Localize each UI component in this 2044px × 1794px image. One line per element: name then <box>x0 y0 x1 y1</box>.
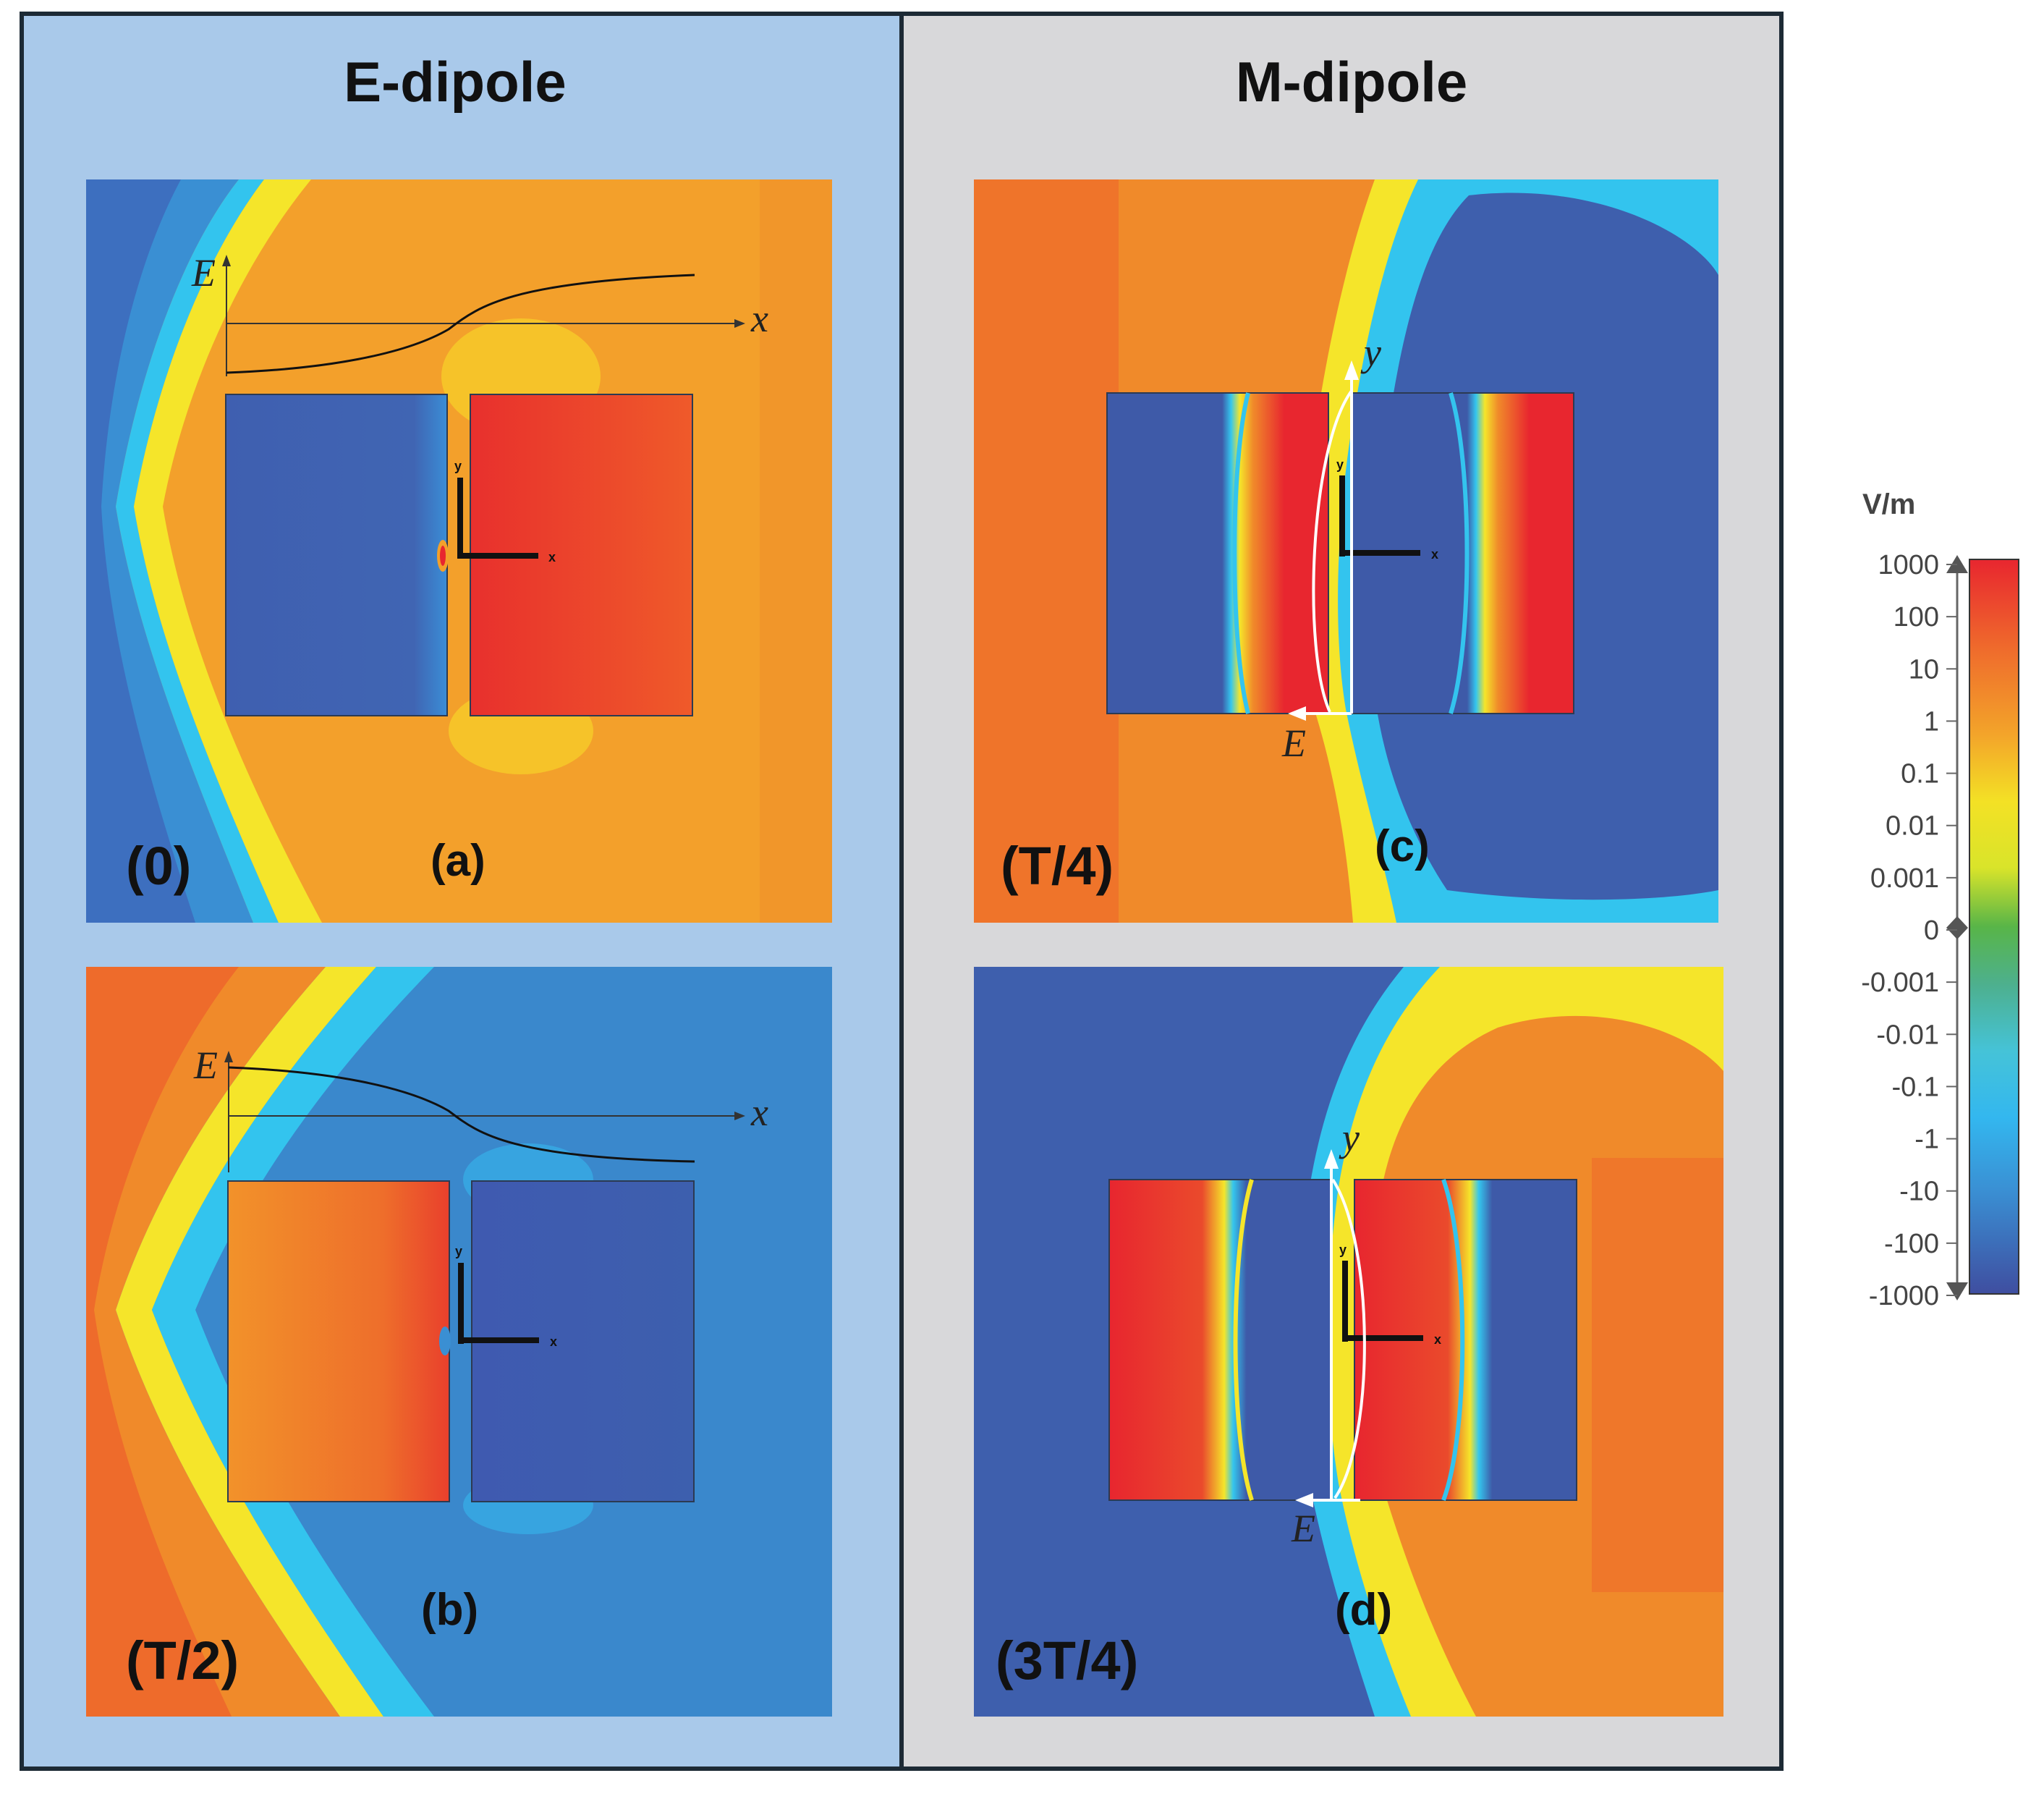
colorbar-tick-label: 0 <box>1924 915 1939 946</box>
plot-b-sub-label: (b) <box>421 1585 478 1635</box>
plot-b-curve: E x <box>193 1044 768 1172</box>
colorbar-unit: V/m <box>1862 488 1915 520</box>
colorbar-tick-label: 100 <box>1894 602 1939 632</box>
plot-c-time-label: (T/4) <box>1001 836 1114 896</box>
plot-d-time-label: (3T/4) <box>996 1630 1138 1691</box>
colorbar-min-marker <box>1946 1282 1968 1300</box>
plot-d <box>974 967 1723 1717</box>
colorbar-tick-label: 0.001 <box>1870 863 1939 894</box>
plot-d-arrow-y: y <box>1339 1116 1360 1159</box>
colorbar-tick-label: -0.001 <box>1861 968 1939 998</box>
plot-d-arrow-e: E <box>1291 1507 1315 1550</box>
plot-c-coord-x: x <box>1431 547 1438 562</box>
plot-c-coord-axes: y x <box>1336 457 1438 562</box>
colorbar-tick-label: -1000 <box>1869 1281 1939 1311</box>
m-dipole-title: M-dipole <box>1236 50 1468 114</box>
plot-d-field-arrows: y E <box>1291 1116 1366 1550</box>
colorbar-tick-label: 10 <box>1909 654 1939 685</box>
plot-a-axis-e: E <box>191 251 216 295</box>
colorbar-tick-label: 0.1 <box>1901 759 1939 790</box>
colorbar-zero-marker <box>1946 916 1968 939</box>
plot-a-coord-y: y <box>454 459 462 473</box>
plot-b-axis-e: E <box>193 1044 218 1087</box>
plot-d-coord-x: x <box>1434 1332 1441 1347</box>
plot-c-arrow-e: E <box>1281 722 1306 765</box>
plot-b-coord-axes: y x <box>455 1244 557 1349</box>
plot-d-coord-y: y <box>1339 1243 1347 1257</box>
plot-c-arrow-y: y <box>1360 331 1381 374</box>
colorbar-tick-label: -0.01 <box>1876 1020 1939 1050</box>
plot-b-axis-x: x <box>750 1091 768 1134</box>
plot-d-sub-label: (d) <box>1335 1585 1392 1635</box>
plot-b-coord-x: x <box>550 1334 557 1349</box>
plot-a-curve: E x <box>191 251 768 376</box>
plot-a-axis-x: x <box>750 297 768 340</box>
colorbar-tick-label: -1 <box>1914 1125 1939 1155</box>
plot-b-time-label: (T/2) <box>126 1630 239 1691</box>
plot-c-coord-y: y <box>1336 457 1344 472</box>
plot-a-coord-axes: y x <box>454 459 556 564</box>
colorbar-tick-label: 0.01 <box>1886 811 1939 842</box>
colorbar-tick-label: 1000 <box>1878 550 1939 580</box>
colorbar-tick-label: -10 <box>1899 1177 1939 1207</box>
colorbar-gradient <box>1969 559 2019 1295</box>
colorbar-tick-label: -0.1 <box>1892 1072 1939 1102</box>
colorbar-tick-label: -100 <box>1884 1229 1939 1259</box>
colorbar-tick-label: 1 <box>1924 706 1939 737</box>
plot-a-sub-label: (a) <box>431 836 485 886</box>
plot-a-time-label: (0) <box>126 836 191 896</box>
e-dipole-title: E-dipole <box>344 50 567 114</box>
plot-d-coord-axes: y x <box>1339 1243 1441 1347</box>
colorbar: V/m 1000 100 10 1 0.1 0.01 0.001 0 -0.001 -0.01 -0… <box>1861 488 2019 1311</box>
plot-a-coord-x: x <box>548 550 556 564</box>
plot-c-sub-label: (c) <box>1375 821 1430 871</box>
plot-b-coord-y: y <box>455 1244 462 1258</box>
plot-c-field-arrows: y E <box>1281 331 1381 765</box>
